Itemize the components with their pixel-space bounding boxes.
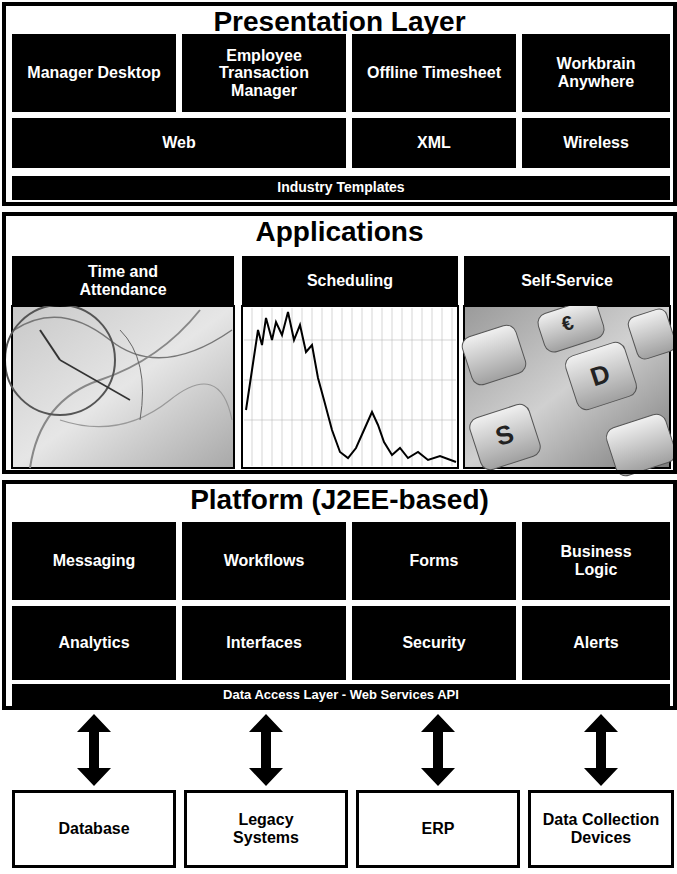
- layer-panel: Platform (J2EE-based) Messaging Workflows F…: [2, 480, 677, 710]
- component-label: Scheduling: [303, 272, 397, 290]
- component-box: Wireless: [522, 118, 670, 168]
- double-arrow: [584, 714, 618, 786]
- component-label: Messaging: [49, 552, 140, 570]
- system-box: Data Collection Devices: [528, 790, 674, 868]
- component-box: Analytics: [12, 606, 176, 680]
- component-box: Workflows: [182, 522, 346, 600]
- component-box: Time and Attendance: [12, 256, 234, 306]
- component-box: Forms: [352, 522, 516, 600]
- component-label: Data Collection Devices: [532, 811, 670, 846]
- component-label: Legacy Systems: [207, 811, 325, 846]
- component-label: Offline Timesheet: [363, 64, 505, 82]
- component-label: Forms: [406, 552, 463, 570]
- layer-title: Applications: [6, 216, 673, 248]
- component-label: Analytics: [54, 634, 133, 652]
- component-box: Web: [12, 118, 346, 168]
- clock-photo: [5, 305, 234, 468]
- layer-title: Platform (J2EE-based): [6, 484, 673, 516]
- component-box: Data Access Layer - Web Services API: [12, 684, 670, 706]
- system-box: ERP: [356, 790, 520, 868]
- component-label: Workflows: [220, 552, 309, 570]
- component-box: Security: [352, 606, 516, 680]
- component-box: Self-Service: [464, 256, 670, 306]
- component-label: Manager Desktop: [23, 64, 164, 82]
- component-box: Manager Desktop: [12, 34, 176, 112]
- component-label: Database: [54, 820, 133, 838]
- component-box: Alerts: [522, 606, 670, 680]
- component-label: Employee Transaction Manager: [200, 47, 328, 100]
- double-arrow: [249, 714, 283, 786]
- component-label: Wireless: [559, 134, 633, 152]
- component-box: Interfaces: [182, 606, 346, 680]
- component-box: Industry Templates: [12, 176, 670, 200]
- system-box: Legacy Systems: [184, 790, 348, 868]
- component-label: Industry Templates: [273, 180, 408, 195]
- component-label: Workbrain Anywhere: [532, 55, 660, 90]
- chart-photo: [242, 306, 458, 468]
- component-label: Time and Attendance: [59, 263, 187, 298]
- component-label: Self-Service: [517, 272, 617, 290]
- component-label: Data Access Layer - Web Services API: [219, 688, 463, 702]
- component-label: Business Logic: [537, 543, 655, 578]
- system-box: Database: [12, 790, 176, 868]
- component-box: Employee Transaction Manager: [182, 34, 346, 112]
- layer-panel: ApplicationsTime and Attendance Schedulin…: [2, 212, 677, 474]
- component-box: Scheduling: [242, 256, 458, 306]
- component-label: Web: [158, 134, 199, 152]
- component-box: XML: [352, 118, 516, 168]
- component-label: ERP: [418, 820, 459, 838]
- component-box: Workbrain Anywhere: [522, 34, 670, 112]
- component-label: XML: [413, 134, 455, 152]
- double-arrow: [77, 714, 111, 786]
- component-box: Business Logic: [522, 522, 670, 600]
- component-label: Alerts: [569, 634, 622, 652]
- component-box: Offline Timesheet: [352, 34, 516, 112]
- keyboard-photo: [460, 297, 677, 478]
- component-label: Interfaces: [222, 634, 306, 652]
- component-label: Security: [398, 634, 469, 652]
- component-box: Messaging: [12, 522, 176, 600]
- layer-panel: Presentation LayerManager DesktopEmploye…: [2, 2, 677, 206]
- double-arrow: [421, 714, 455, 786]
